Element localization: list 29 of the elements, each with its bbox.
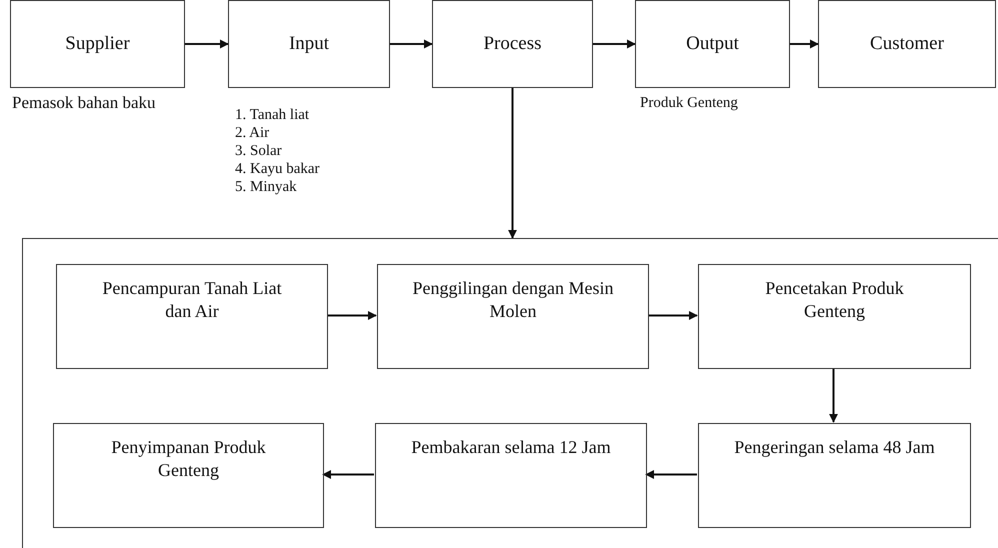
- process-box: Pengeringan selama 48 Jam: [698, 423, 971, 528]
- flow-box: Input: [228, 0, 390, 88]
- arrow: [648, 311, 698, 320]
- note-text: Pemasok bahan baku: [12, 92, 157, 114]
- list-item: 3. Solar: [235, 142, 283, 160]
- list-item: 2. Air: [235, 124, 270, 142]
- process-box: Penyimpanan Produk Genteng: [53, 423, 324, 528]
- arrow: [185, 40, 229, 48]
- arrow: [390, 40, 433, 48]
- flow-box: Supplier: [10, 0, 185, 88]
- process-box: Pembakaran selama 12 Jam: [375, 423, 647, 528]
- list-item: 4. Kayu bakar: [235, 160, 321, 178]
- process-box: Penggilingan dengan Mesin Molen: [377, 264, 649, 369]
- frame-box: [22, 238, 998, 548]
- list-item: 1. Tanah liat: [235, 106, 310, 124]
- flow-box: Process: [432, 0, 593, 88]
- arrow: [790, 40, 819, 48]
- arrow: [645, 470, 697, 479]
- flow-box: Output: [635, 0, 790, 88]
- arrow: [327, 311, 377, 320]
- arrow: [593, 40, 636, 48]
- process-box: Pencampuran Tanah Liat dan Air: [56, 264, 328, 369]
- process-box: Pencetakan Produk Genteng: [698, 264, 971, 369]
- arrow: [508, 88, 517, 239]
- note-text: Produk Genteng: [640, 94, 739, 112]
- flow-box: Customer: [818, 0, 996, 88]
- arrow: [829, 368, 838, 423]
- arrow: [322, 470, 374, 479]
- list-item: 5. Minyak: [235, 178, 298, 196]
